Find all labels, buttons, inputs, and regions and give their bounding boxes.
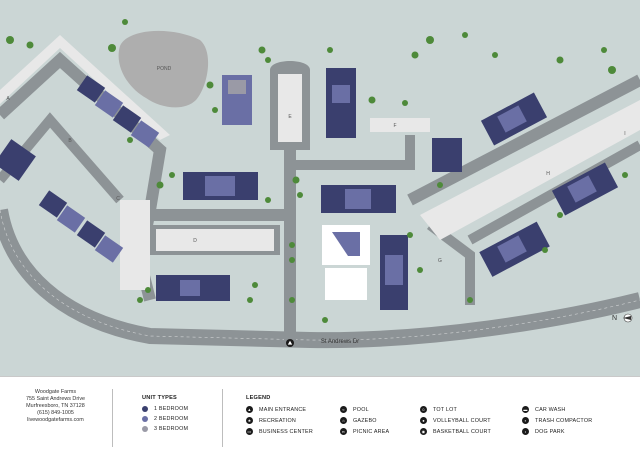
- building-letter-a: A: [6, 96, 10, 102]
- legend-label: DOG PARK: [535, 428, 565, 435]
- trash-icon: ▪: [522, 417, 529, 424]
- building-letter-c: C: [116, 196, 120, 202]
- clubhouse: [325, 268, 367, 300]
- unit-type-1-bedroom: 1 BEDROOM: [142, 406, 188, 412]
- paw-icon: •: [522, 428, 529, 435]
- north-label: N: [612, 315, 617, 322]
- divider: [112, 389, 113, 447]
- buildings-west: [0, 75, 230, 301]
- legend-label: TOT LOT: [433, 406, 457, 413]
- pond-label: POND: [157, 66, 172, 72]
- building-letter-g: G: [438, 258, 442, 264]
- playground-icon: ☺: [420, 406, 427, 413]
- unit-type-label: 1 BEDROOM: [154, 406, 189, 412]
- legend-label: MAIN ENTRANCE: [259, 406, 307, 413]
- building-letter-d: D: [193, 238, 197, 244]
- swatch-2-bedroom: [142, 416, 148, 422]
- parking-west: [0, 35, 170, 140]
- legend-label: PICNIC AREA: [353, 428, 390, 435]
- legend-label: BUSINESS CENTER: [259, 428, 313, 435]
- parking-east: [420, 100, 640, 240]
- legend-label: RECREATION: [259, 417, 296, 424]
- legend-label: TRASH COMPACTOR: [535, 417, 593, 424]
- legend-pool: ≈ POOL: [340, 406, 369, 413]
- legend-volleyball-court: ● VOLLEYBALL COURT: [420, 417, 491, 424]
- legend-title: LEGEND: [246, 395, 271, 401]
- north-arrow-icon: [623, 313, 633, 323]
- unit-type-label: 2 BEDROOM: [154, 416, 189, 422]
- legend-main-entrance: ▲ MAIN ENTRANCE: [246, 406, 306, 413]
- volleyball-icon: ●: [420, 417, 427, 424]
- legend-label: BASKETBALL COURT: [433, 428, 492, 435]
- pond: [118, 30, 209, 108]
- street-label: St Andrews Dr: [321, 339, 359, 345]
- legend-label: VOLLEYBALL COURT: [433, 417, 491, 424]
- address-line-2: Murfreesboro, TN 37128: [26, 403, 85, 409]
- legend-basketball-court: ◉ BASKETBALL COURT: [420, 428, 491, 435]
- east-loop-road: [407, 74, 640, 206]
- trees: [6, 19, 628, 323]
- basketball-icon: ◉: [420, 428, 427, 435]
- site-map: POND: [0, 0, 640, 376]
- building-letter-i: I: [624, 131, 625, 137]
- legend-picnic-area: π PICNIC AREA: [340, 428, 389, 435]
- legend-business-center: ▭ BUSINESS CENTER: [246, 428, 313, 435]
- swatch-1-bedroom: [142, 406, 148, 412]
- building-letter-h: H: [546, 171, 550, 177]
- parking-north: [278, 74, 302, 142]
- legend-label: POOL: [353, 406, 369, 413]
- legend-recreation: ★ RECREATION: [246, 417, 296, 424]
- computer-icon: ▭: [246, 428, 253, 435]
- site-map-svg: POND: [0, 19, 640, 349]
- recreation-icon: ★: [246, 417, 253, 424]
- pool: [332, 232, 360, 256]
- unit-types-title: UNIT TYPES: [142, 395, 177, 401]
- swatch-3-bedroom: [142, 426, 148, 432]
- picnic-icon: π: [340, 428, 347, 435]
- triangle-icon: ▲: [246, 406, 253, 413]
- divider: [222, 389, 223, 447]
- legend-label: GAZEBO: [353, 417, 377, 424]
- building-letter-f: F: [393, 123, 396, 129]
- car-icon: ▬: [522, 406, 529, 413]
- unit-type-label: 3 BEDROOM: [154, 426, 189, 432]
- legend-label: CAR WASH: [535, 406, 566, 413]
- parking-central-west: [156, 229, 274, 251]
- map-legend-footer: Woodgate Farms 755 Saint Andrews Drive M…: [0, 376, 640, 461]
- legend-car-wash: ▬ CAR WASH: [522, 406, 565, 413]
- building-letter-b: B: [68, 138, 72, 144]
- legend-tot-lot: ☺ TOT LOT: [420, 406, 457, 413]
- pool-icon: ≈: [340, 406, 347, 413]
- buildings-east: [479, 92, 619, 277]
- phone-number: (615) 849-1005: [37, 410, 74, 416]
- legend-gazebo: ⌂ GAZEBO: [340, 417, 377, 424]
- unit-type-2-bedroom: 2 BEDROOM: [142, 416, 188, 422]
- property-name: Woodgate Farms: [34, 389, 77, 395]
- unit-type-3-bedroom: 3 BEDROOM: [142, 426, 188, 432]
- gazebo-icon: ⌂: [340, 417, 347, 424]
- legend-dog-park: • DOG PARK: [522, 428, 565, 435]
- address-line-1: 755 Saint Andrews Drive: [25, 396, 86, 402]
- building-letter-e: E: [288, 114, 292, 120]
- property-address: Woodgate Farms 755 Saint Andrews Drive M…: [8, 389, 103, 424]
- website-link[interactable]: livewoodgatefarms.com: [27, 417, 84, 423]
- buildings-center: [183, 68, 462, 310]
- legend-trash-compactor: ▪ TRASH COMPACTOR: [522, 417, 592, 424]
